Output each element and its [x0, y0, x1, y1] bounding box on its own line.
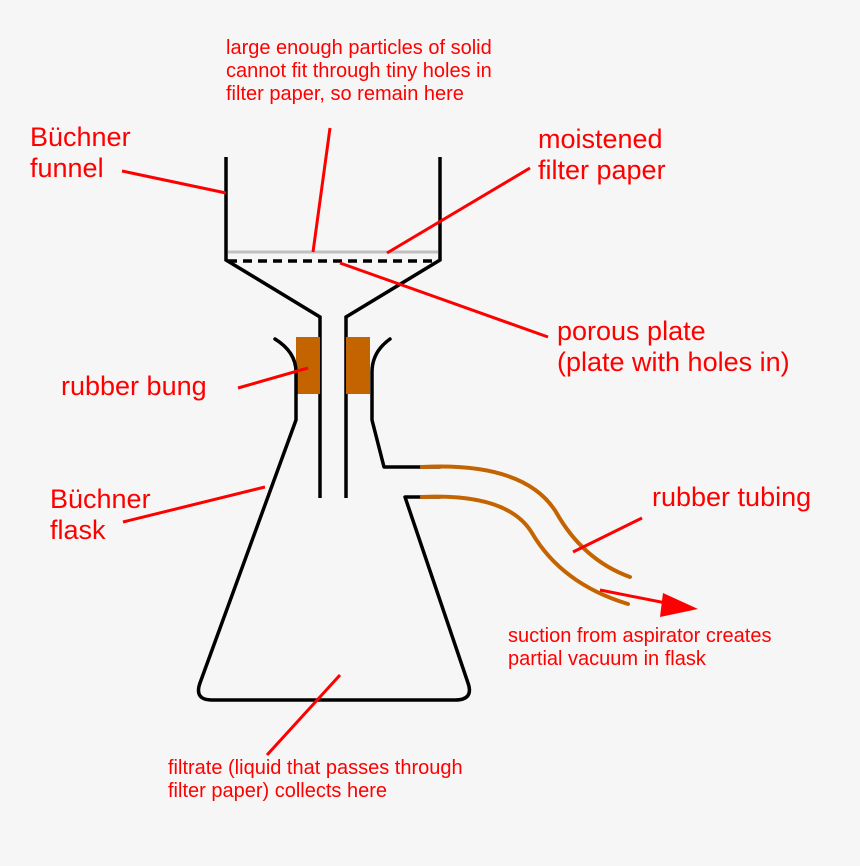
label-moistened-filter-paper: moistened filter paper: [538, 124, 666, 186]
leader-filter-paper: [386, 166, 531, 255]
flask-outline: [196, 337, 472, 702]
leader-funnel: [121, 169, 227, 195]
suction-arrow-head: [660, 593, 698, 617]
label-porous-plate: porous plate (plate with holes in): [557, 316, 790, 378]
label-rubber-bung: rubber bung: [61, 371, 207, 401]
label-suction-note: suction from aspirator creates partial v…: [508, 625, 772, 670]
funnel-outline: [224, 157, 442, 498]
leader-flask: [122, 485, 266, 524]
rubber-bung-left: [296, 337, 320, 394]
leader-porous-plate: [339, 261, 549, 339]
label-buchner-funnel: Büchner funnel: [30, 122, 131, 184]
leader-tubing: [572, 516, 643, 554]
label-note-top: large enough particles of solid cannot f…: [226, 37, 492, 105]
rubber-bung-right: [346, 337, 370, 394]
label-filtrate-note: filtrate (liquid that passes through fil…: [168, 757, 463, 802]
leader-filtrate: [265, 673, 342, 757]
rubber-tubing: [420, 464, 632, 606]
leader-note-top: [311, 127, 332, 253]
label-buchner-flask: Büchner flask: [50, 484, 151, 546]
label-rubber-tubing: rubber tubing: [652, 482, 812, 512]
leader-rubber-bung: [237, 366, 309, 390]
